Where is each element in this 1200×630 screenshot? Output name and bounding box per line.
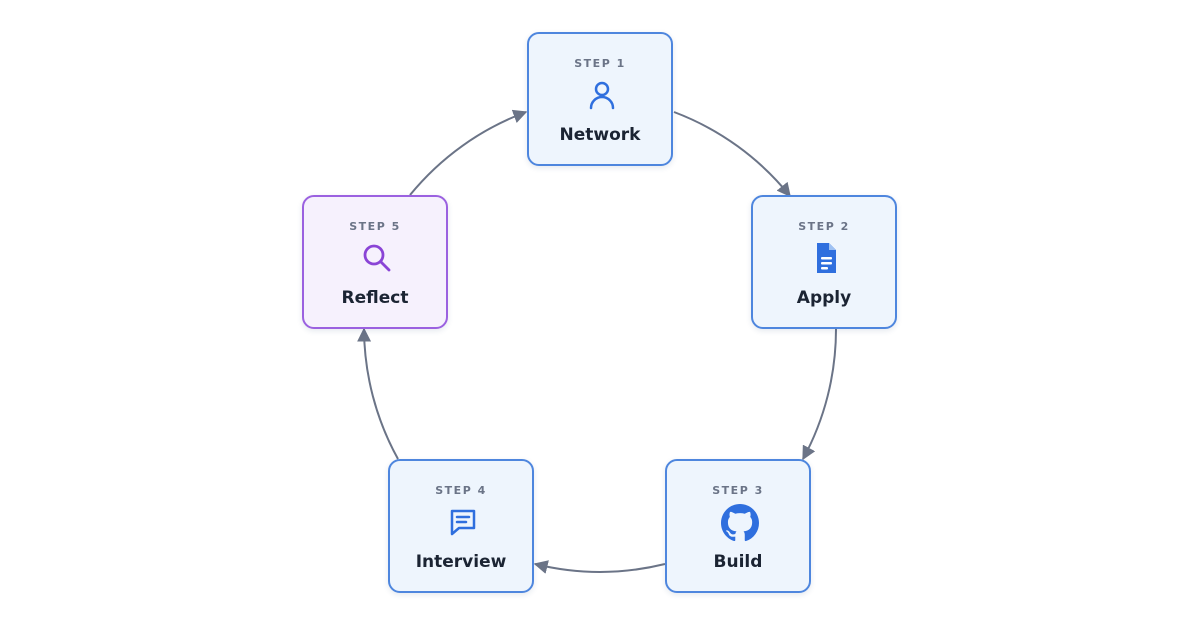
step-card-reflect: STEP 5 Reflect [302, 195, 448, 329]
arrow-step3-to-step4 [533, 560, 666, 574]
step-number: STEP 2 [798, 220, 850, 233]
step-number: STEP 5 [349, 220, 401, 233]
arrow-step5-to-step1 [409, 109, 528, 196]
step-number: STEP 3 [712, 484, 764, 497]
user-icon [586, 79, 618, 111]
step-card-build: STEP 3 Build [665, 459, 811, 593]
step-title: Interview [415, 552, 507, 572]
github-icon [721, 504, 759, 542]
search-icon [361, 242, 393, 274]
arrow-step2-to-step3 [802, 328, 838, 461]
step-title: Apply [796, 288, 852, 308]
step-card-interview: STEP 4 Interview [388, 459, 534, 593]
step-card-network: STEP 1 Network [527, 32, 673, 166]
step-title: Reflect [341, 288, 409, 308]
arrow-step1-to-step2 [673, 111, 791, 198]
step-title: Network [559, 125, 641, 145]
arrow-step4-to-step5 [357, 327, 399, 460]
document-icon [810, 242, 842, 274]
step-title: Build [713, 552, 763, 572]
step-number: STEP 1 [574, 57, 626, 70]
step-card-apply: STEP 2 Apply [751, 195, 897, 329]
step-number: STEP 4 [435, 484, 487, 497]
chat-icon [447, 506, 479, 538]
